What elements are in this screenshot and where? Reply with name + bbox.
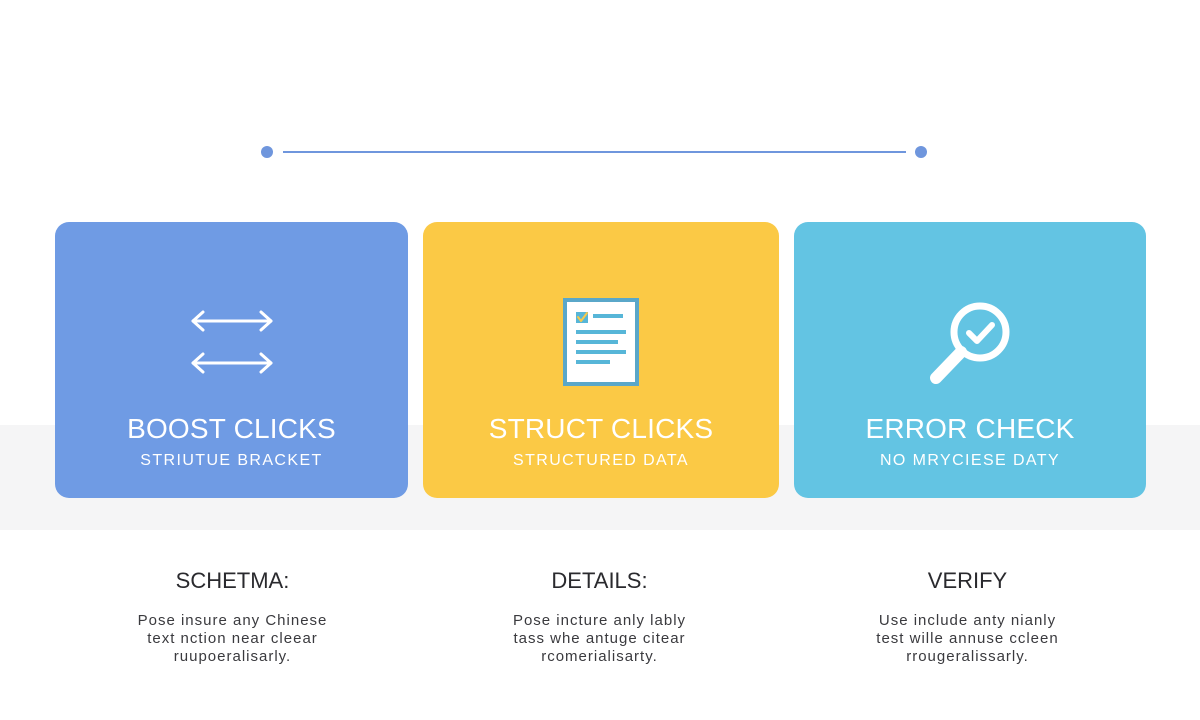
connector-start-dot <box>261 146 273 158</box>
column-line: rcomerialisarty. <box>541 648 658 665</box>
card-boost-clicks: BOOST CLICKS STRIUTUE BRACKET <box>55 222 408 498</box>
column-heading: DETAILS: <box>551 568 648 593</box>
document-check-icon <box>423 292 779 392</box>
column-body: Pose insure any Chinese text nction near… <box>80 612 385 666</box>
card-title: BOOST CLICKS <box>127 413 336 444</box>
column-line: tass whe antuge citear <box>513 630 686 647</box>
double-arrow-icon <box>55 292 408 392</box>
card-error-check: ERROR CHECK NO MRYCIESE DATY <box>794 222 1146 498</box>
card-struct-clicks: STRUCT CLICKS STRUCTURED DATA <box>423 222 779 498</box>
column-body: Pose incture anly lably tass whe antuge … <box>447 612 752 666</box>
card-title: STRUCT CLICKS <box>488 413 714 444</box>
card-subtitle: NO MRYCIESE DATY <box>879 452 1061 469</box>
connector-end-dot <box>915 146 927 158</box>
card-subtitle: STRIUTUE BRACKET <box>140 452 323 469</box>
column-line: text nction near cleear <box>147 630 318 647</box>
card-subtitle: STRUCTURED DATA <box>513 452 689 469</box>
connector-line <box>261 146 927 158</box>
column-line: Use include anty nianly <box>878 612 1057 629</box>
column-details: DETAILS: Pose incture anly lably tass wh… <box>447 568 752 666</box>
column-line: ruupoeralisarly. <box>173 648 292 665</box>
column-verify: VERIFY Use include anty nianly test will… <box>815 568 1120 666</box>
column-heading: SCHETMA: <box>175 568 290 593</box>
column-line: Pose insure any Chinese <box>137 612 328 629</box>
column-line: rrougeralissarly. <box>906 648 1029 665</box>
column-body: Use include anty nianly test wille annus… <box>815 612 1120 666</box>
magnifier-check-icon <box>794 292 1146 392</box>
column-schema: SCHETMA: Pose insure any Chinese text nc… <box>80 568 385 666</box>
column-heading: VERIFY <box>927 568 1008 593</box>
column-line: test wille annuse ccleen <box>876 630 1059 647</box>
column-line: Pose incture anly lably <box>512 612 687 629</box>
card-title: ERROR CHECK <box>865 413 1075 444</box>
